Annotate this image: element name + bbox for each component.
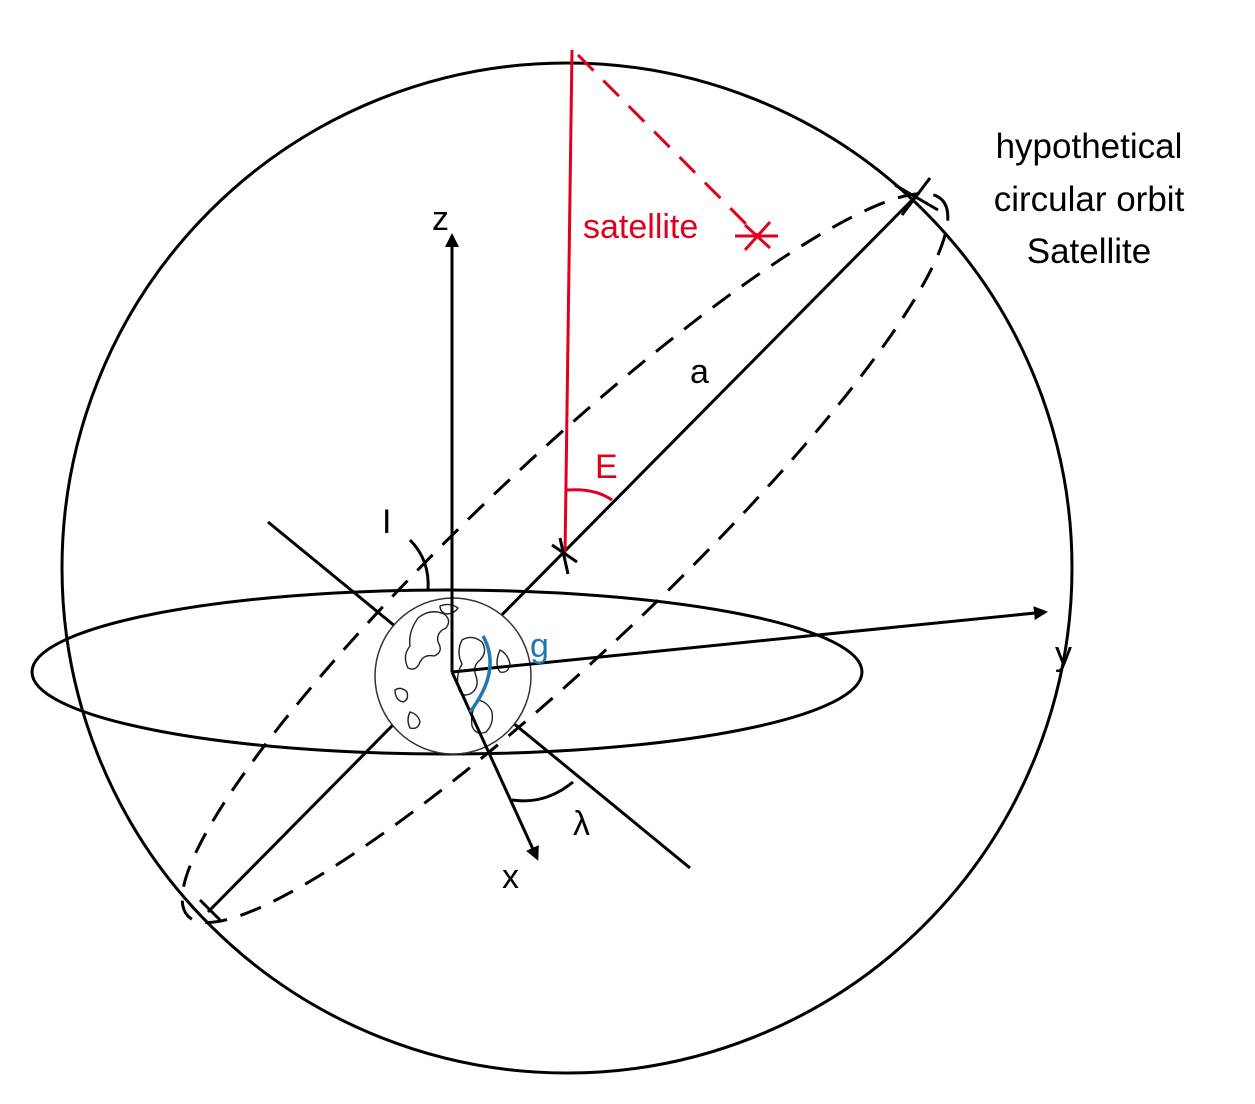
z-axis-label: z: [432, 200, 449, 238]
longitude-label: λ: [573, 805, 590, 843]
satellite-x-mark-icon: [735, 221, 778, 251]
hypothetical-satellite-x-mark-icon: [894, 177, 939, 216]
inclination-angle-arc: [408, 538, 430, 591]
satellite-label: satellite: [583, 208, 698, 246]
x-axis-label: x: [502, 858, 519, 896]
g-angle-arc: [468, 635, 492, 714]
x-axis-arrow: [450, 671, 539, 861]
hypothetical-orbit-label-line1: hypothetical: [996, 127, 1183, 166]
g-angle-label: g: [530, 627, 549, 665]
elevation-angle-arc: [566, 488, 613, 502]
satellite-vertical-line: [563, 49, 574, 556]
inclination-label: I: [382, 503, 391, 541]
y-axis-label: y: [1055, 635, 1072, 673]
elevation-angle-label: E: [595, 448, 618, 486]
hypothetical-orbit-label-line2: circular orbit: [994, 180, 1185, 219]
y-axis-arrow: [451, 606, 1048, 674]
celestial-sphere: [60, 61, 1074, 1075]
axis-tick-mark-2: [558, 537, 570, 575]
orbit-axis-line: [206, 195, 917, 914]
orbit-ellipse-dashed: [180, 191, 950, 925]
orbit-perigee-tick: [198, 898, 222, 922]
hypothetical-orbit-label-line3: Satellite: [1027, 232, 1152, 271]
semi-major-axis-label: a: [690, 353, 709, 391]
longitude-angle-arc: [511, 780, 574, 803]
satellite-dashed-line: [576, 53, 759, 237]
